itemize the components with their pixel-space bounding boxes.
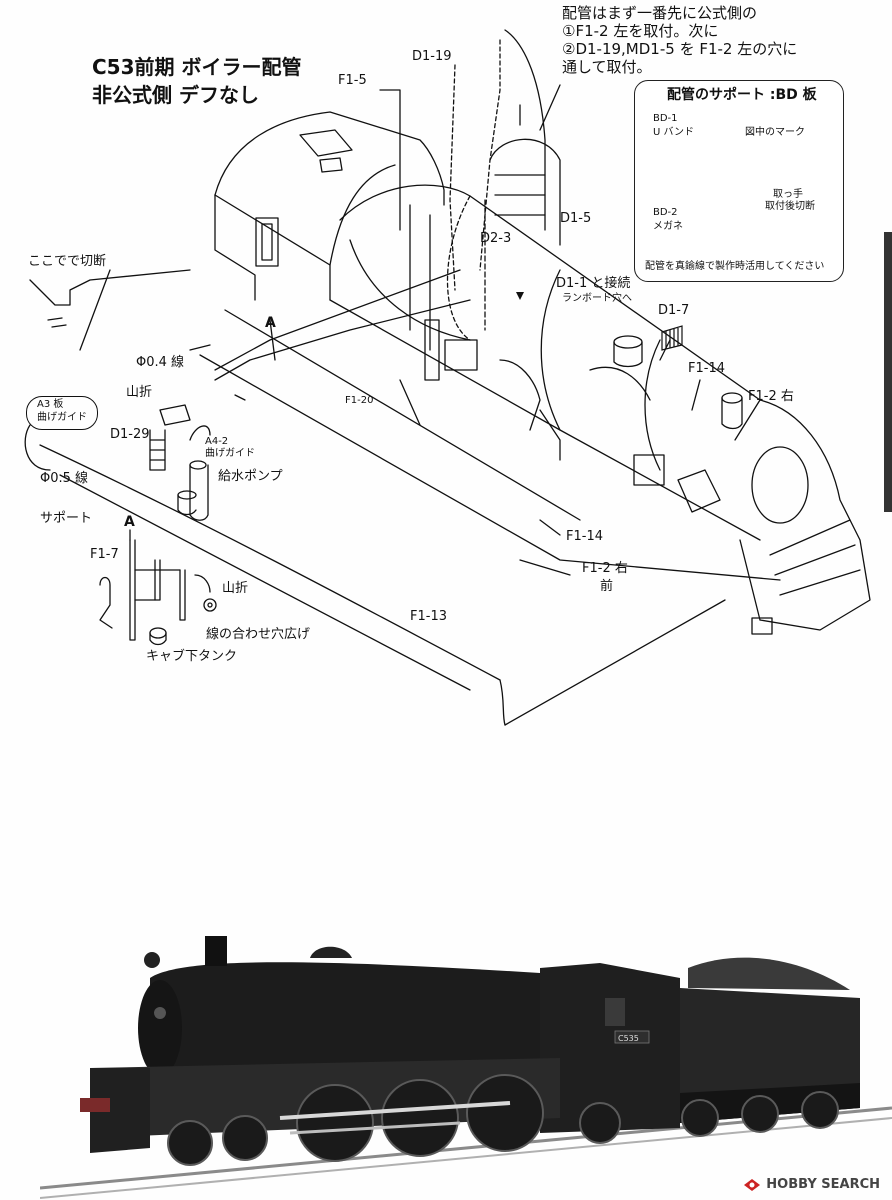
label-yamaori-2: 山折 bbox=[222, 581, 249, 596]
support-remove-handle: 取っ手 bbox=[773, 189, 803, 200]
label-support: サポート bbox=[40, 511, 93, 526]
label-d1-7: D1-7 bbox=[658, 303, 690, 318]
label-f1-13: F1-13 bbox=[410, 609, 447, 624]
label-d1-1: D1-1 と接続 bbox=[556, 276, 631, 291]
label-a-top: A bbox=[265, 315, 276, 331]
support-bd2: BD-2 bbox=[653, 207, 678, 218]
watermark: HOBBY SEARCH bbox=[743, 1177, 880, 1192]
label-wire-04: Φ0.4 線 bbox=[136, 355, 185, 370]
title-line-2: 非公式側 デフなし bbox=[92, 83, 259, 107]
support-bd1: BD-1 bbox=[653, 113, 678, 124]
support-u-band: U バンド bbox=[653, 127, 694, 138]
label-cut-here: ここでで切断 bbox=[28, 254, 107, 269]
label-f1-20: F1-20 bbox=[345, 395, 374, 406]
label-hole-widen: 線の合わせ穴広げ bbox=[206, 627, 311, 642]
label-f1-2-right-bottom: F1-2 右 bbox=[582, 561, 628, 576]
support-arrow-mark: 図中のマーク bbox=[745, 127, 805, 138]
label-f1-14-bottom: F1-14 bbox=[566, 529, 603, 544]
label-a3-plate: A3 板 bbox=[37, 399, 64, 410]
label-cab-tank: キャブ下タンク bbox=[146, 649, 238, 664]
support-cut-after: 取付後切断 bbox=[765, 201, 815, 212]
support-footer: 配管を真鍮線で製作時活用してください bbox=[645, 261, 825, 272]
label-front: 前 bbox=[600, 579, 614, 594]
label-d1-19: D1-19 bbox=[412, 49, 452, 64]
label-runboard: ランボード穴へ bbox=[562, 293, 632, 304]
label-d1-29: D1-29 bbox=[110, 427, 150, 442]
instruction-line-2: ①F1-2 左を取付。次に bbox=[562, 22, 719, 40]
page-edge-shadow bbox=[884, 232, 892, 512]
instruction-line-1: 配管はまず一番先に公式側の bbox=[562, 4, 758, 22]
hobby-search-logo-icon bbox=[744, 1178, 761, 1191]
label-bend-guide: 曲げガイド bbox=[37, 412, 87, 423]
support-box-title: 配管のサポート :BD 板 bbox=[667, 87, 817, 103]
title-line-1: C53前期 ボイラー配管 bbox=[92, 55, 302, 79]
label-d1-5: D1-5 bbox=[560, 211, 592, 226]
label-bend-guide-2: 曲げガイド bbox=[205, 448, 255, 459]
locomotive-photo: C535 bbox=[40, 936, 892, 1199]
label-f1-14-top: F1-14 bbox=[688, 361, 725, 376]
label-feed-pump: 給水ポンプ bbox=[218, 469, 283, 484]
label-f1-7: F1-7 bbox=[90, 547, 119, 562]
support-box: 配管のサポート :BD 板 BD-1 U バンド 図中のマーク 取っ手 取付後切… bbox=[634, 80, 844, 282]
label-f1-5: F1-5 bbox=[338, 73, 367, 88]
label-a-bottom: A bbox=[124, 514, 135, 530]
support-megane: メガネ bbox=[653, 221, 683, 232]
number-plate: C535 bbox=[618, 1034, 639, 1043]
label-yamaori-1: 山折 bbox=[126, 385, 153, 400]
label-a4-2: A4-2 bbox=[205, 436, 229, 447]
instruction-line-4: 通して取付。 bbox=[562, 58, 652, 76]
boiler-piping-diagram bbox=[24, 29, 871, 726]
instruction-line-3: ②D1-19,MD1-5 を F1-2 左の穴に bbox=[562, 40, 798, 58]
label-d2-3: D2-3 bbox=[480, 231, 512, 246]
watermark-text: HOBBY SEARCH bbox=[766, 1177, 880, 1192]
label-f1-2-right-top: F1-2 右 bbox=[748, 389, 794, 404]
a3-plate-badge: A3 板 曲げガイド bbox=[26, 396, 98, 430]
label-wire-05: Φ0.5 線 bbox=[40, 471, 89, 486]
